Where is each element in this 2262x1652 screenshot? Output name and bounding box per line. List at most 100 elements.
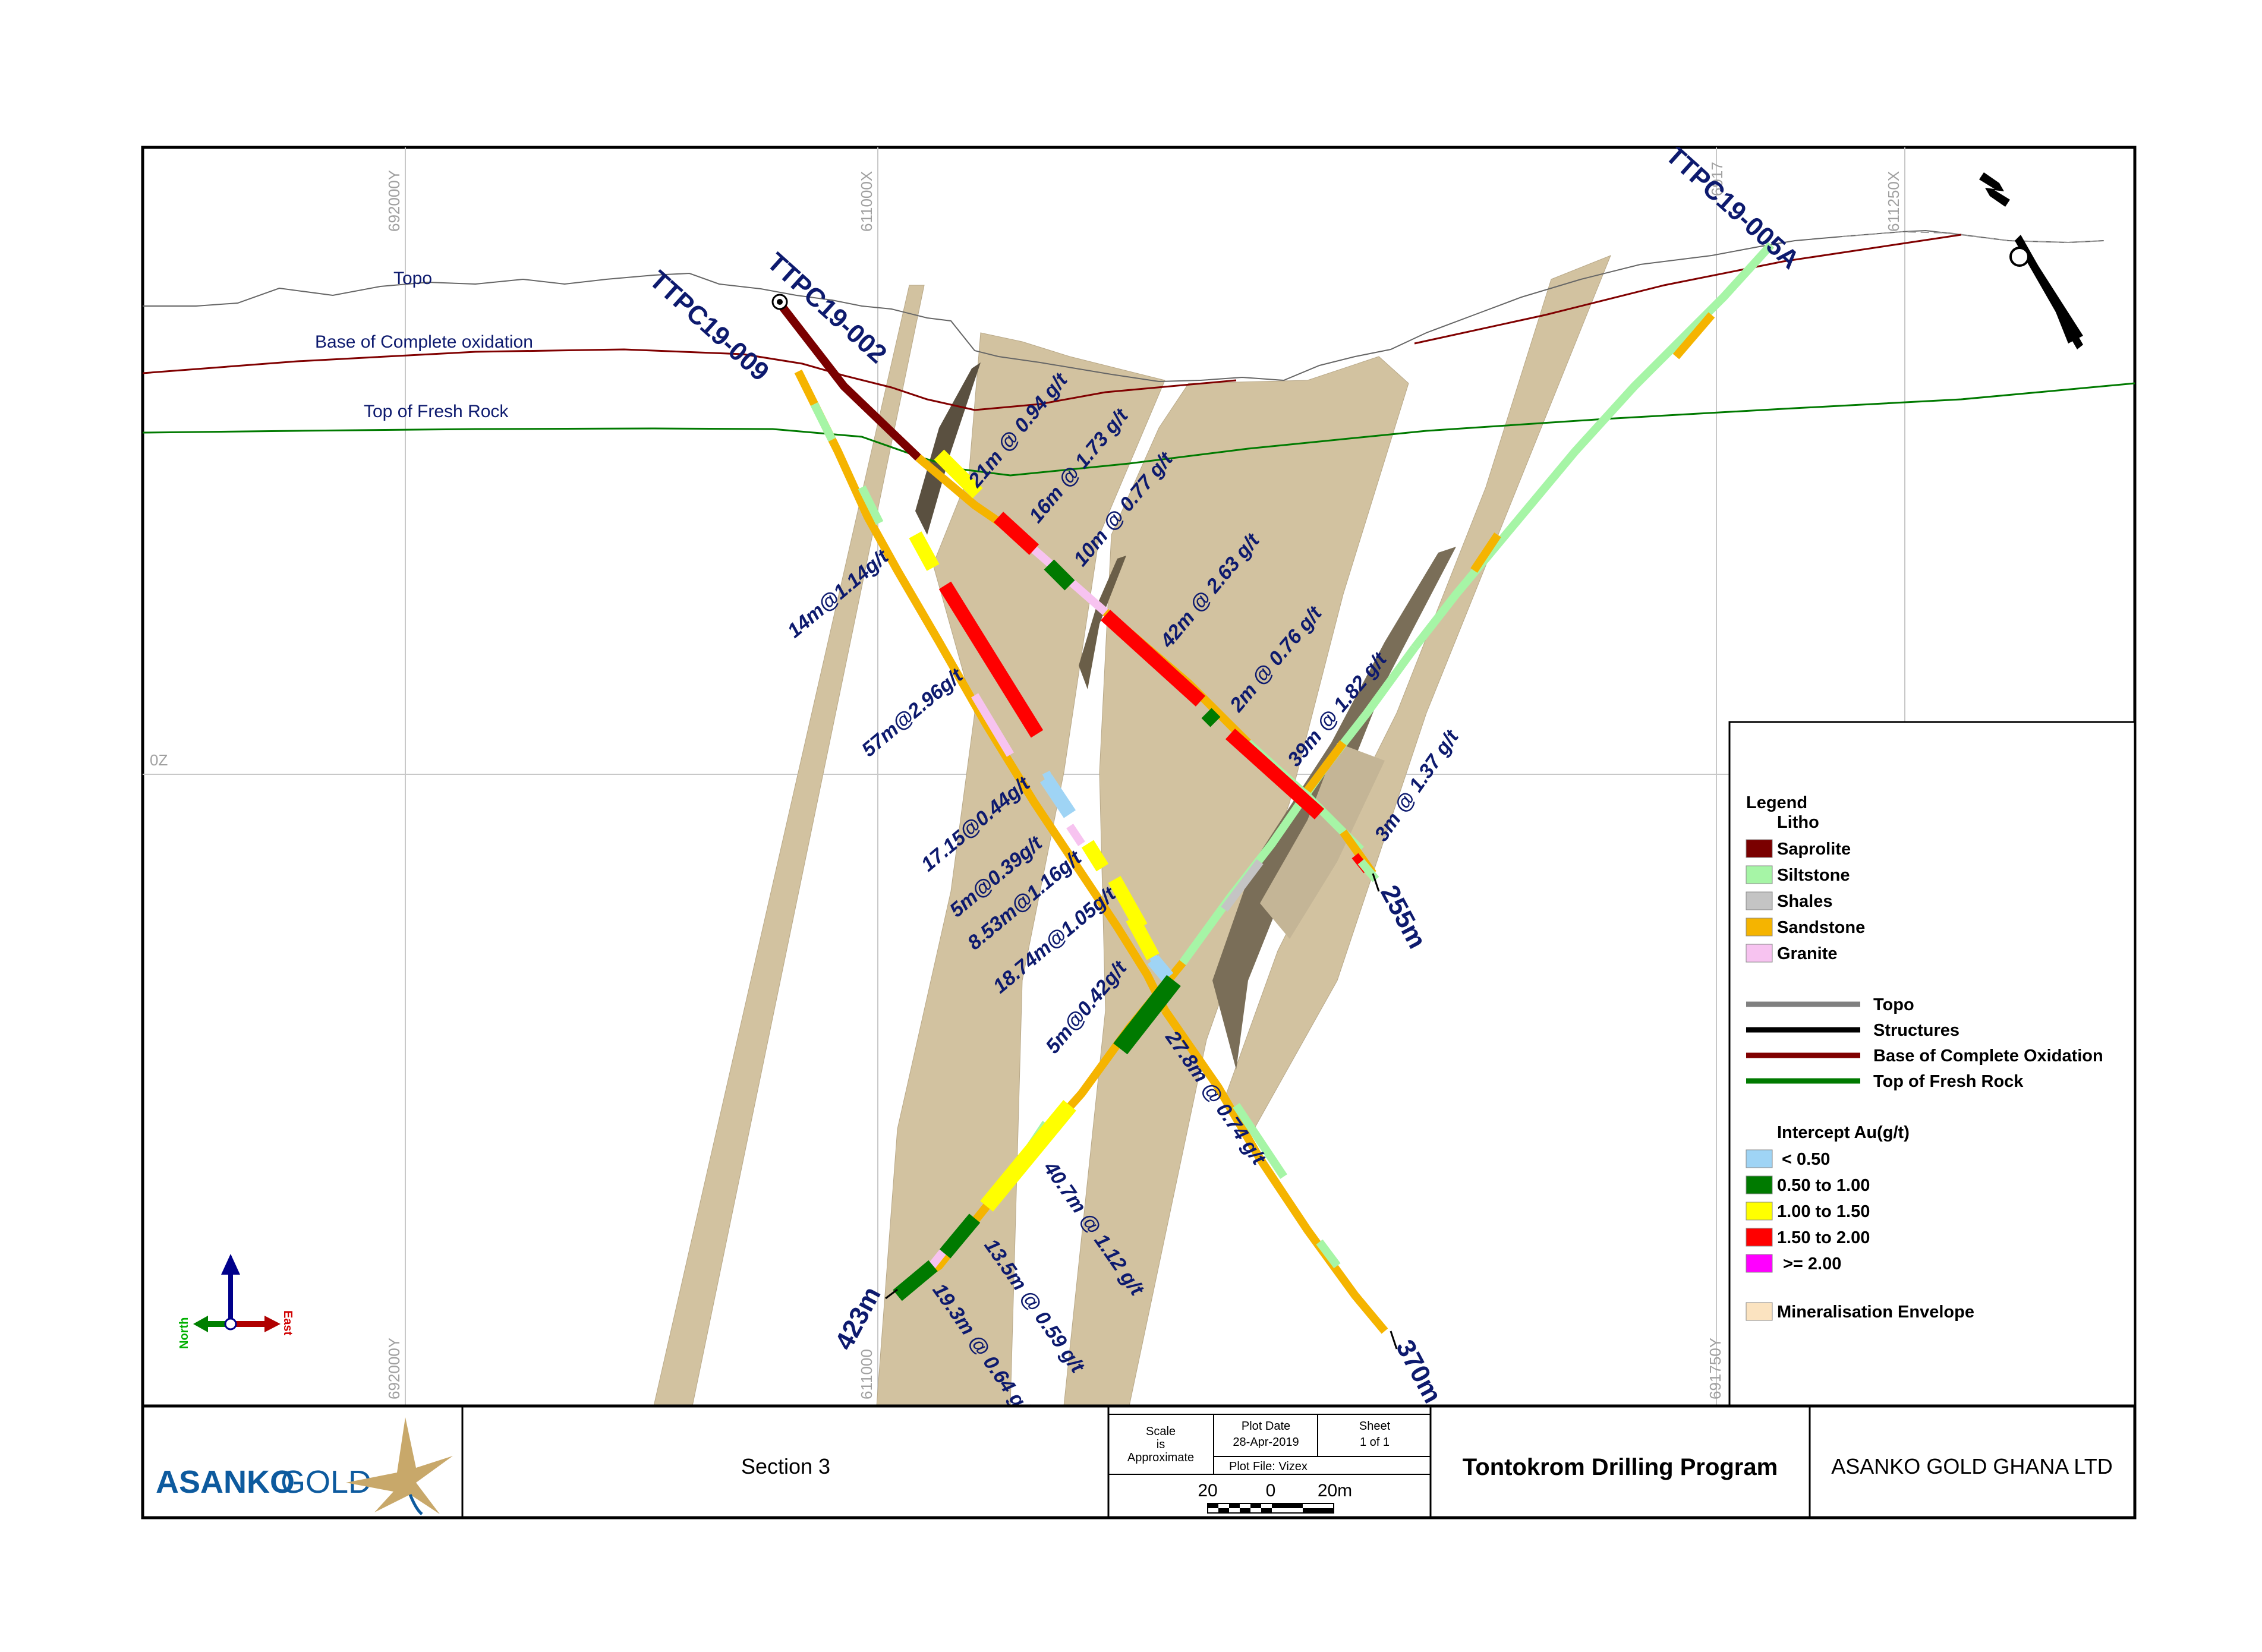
structure-dark-3 [1212, 547, 1456, 1070]
legend-item-label: Structures [1873, 1021, 1959, 1040]
envelope-right-central [1063, 356, 1409, 1406]
boco-label: Base of Complete oxidation [315, 332, 533, 352]
intercept-bar [1044, 559, 1075, 591]
structure-light-3 [1260, 743, 1385, 939]
hole-depth-255m: 255m [1375, 881, 1432, 953]
intercept-bar [893, 1260, 938, 1301]
collar-marker [771, 294, 788, 310]
axis-east-label: East [281, 1310, 294, 1336]
legend-litho-title: Litho [1777, 813, 1819, 832]
swatch-au-1-00-1-50 [1746, 1202, 1773, 1221]
hole-name-ttpc19-009: TTPC19-009 [644, 265, 774, 387]
logo-star-icon [346, 1417, 453, 1514]
intercept-bar [1225, 729, 1325, 819]
north-arrow [1979, 172, 2083, 349]
legend-item-label: Top of Fresh Rock [1873, 1072, 2024, 1091]
plot-file: Plot File: Vizex [1229, 1460, 1308, 1473]
scale-note-line1: Scale [1146, 1425, 1176, 1438]
structure-dark-2 [1079, 556, 1126, 689]
scale-label-mid: 0 [1266, 1481, 1276, 1500]
drillhole-ttpc19-009-trace [794, 369, 1169, 1013]
logo-text-asanko: ASANKO [156, 1464, 295, 1500]
hole-depth-370m: 370m [1390, 1335, 1447, 1408]
company-name: ASANKO GOLD GHANA LTD [1831, 1454, 2112, 1478]
legend-item-label: Shales [1777, 892, 1833, 911]
grid-label-692000y-bottom: 692000Y [385, 1338, 403, 1399]
sheet-label: Sheet [1359, 1420, 1391, 1433]
intercept-bar [1100, 610, 1206, 707]
grid-label-691750y-bottom: 691750Y [1706, 1338, 1724, 1399]
plot-date: 28-Apr-2019 [1233, 1436, 1299, 1449]
intercept-bars [893, 449, 1379, 1301]
legend-item-label: Siltstone [1777, 866, 1850, 885]
intercept-bar [1147, 955, 1174, 982]
legend-intercept-items: < 0.50 0.50 to 1.00 1.00 to 1.50 1.50 to… [1746, 1149, 1870, 1273]
intercept-bar [909, 531, 940, 571]
envelope-left-thin [653, 285, 925, 1406]
legend-line-items: Topo Structures Base of Complete Oxidati… [1746, 995, 2103, 1091]
structure-dark-1 [915, 362, 981, 535]
grid-label-611000-bottom: 611000 [858, 1349, 875, 1399]
grid-label-6917-top: 6917 [1708, 162, 1726, 196]
scale-note-line2: is [1157, 1438, 1165, 1451]
intercept-bar [1040, 774, 1076, 818]
legend-item-label: >= 2.00 [1783, 1254, 1841, 1273]
swatch-granite [1746, 944, 1773, 963]
legend-item-label: < 0.50 [1782, 1150, 1830, 1169]
sheet-value: 1 of 1 [1360, 1436, 1390, 1449]
legend-litho-items: Saprolite Siltstone Shales Sandstone Gra… [1746, 839, 1865, 963]
scale-bar [1207, 1503, 1334, 1514]
zero-level-label: 0Z [150, 751, 168, 769]
intercept-bar [1081, 840, 1109, 872]
eoh-tick-370 [1390, 1331, 1398, 1350]
intercept-label: 57m@2.96g/t [858, 664, 968, 761]
axis-north-label: North [178, 1317, 191, 1349]
plot-info: Scale is Approximate Plot Date 28-Apr-20… [1108, 1414, 1431, 1514]
legend-item-label: Base of Complete Oxidation [1873, 1046, 2103, 1065]
swatch-envelope [1746, 1302, 1773, 1321]
legend-item-label: 1.00 to 1.50 [1777, 1202, 1870, 1221]
intercept-bar [934, 449, 983, 499]
swatch-au-0-50-1-00 [1746, 1175, 1773, 1194]
legend-item-label: Granite [1777, 944, 1838, 963]
eoh-tick-423 [885, 1288, 898, 1300]
project-title: Tontokrom Drilling Program [1463, 1454, 1778, 1480]
topo-line-dashed [1842, 231, 2105, 244]
boco-line [143, 348, 1237, 411]
swatch-shales [1746, 891, 1773, 910]
scale-label-right: 20m [1318, 1481, 1352, 1500]
scale-label-left: 20 [1198, 1481, 1217, 1500]
topo-label: Topo [393, 269, 432, 288]
legend-item-label: Topo [1873, 995, 1914, 1014]
plot-date-label: Plot Date [1242, 1420, 1290, 1433]
legend-item-label: 0.50 to 1.00 [1777, 1176, 1870, 1195]
axis-triad: North East [178, 1254, 294, 1349]
legend: Legend Litho Saprolite Siltstone Shales … [1728, 721, 2136, 1407]
swatch-saprolite [1746, 839, 1773, 858]
legend-item-label: Sandstone [1777, 918, 1865, 937]
boco-line-east [1414, 234, 1962, 345]
hole-name-ttpc19-005a: TTPC19-005A [1660, 140, 1805, 275]
legend-item-label: 1.50 to 2.00 [1777, 1228, 1870, 1247]
legend-item-label: Saprolite [1777, 840, 1851, 859]
eoh-tick-255 [1372, 873, 1380, 892]
legend-item-label: Mineralisation Envelope [1777, 1303, 1974, 1322]
grid-label-611250x-top: 611250X [1885, 171, 1902, 232]
intercept-bar [993, 512, 1039, 555]
swatch-au-lt-0-50 [1746, 1149, 1773, 1168]
title-block: ASANKO GOLD Section 3 Scale is Approxima… [143, 1404, 2135, 1518]
intercept-bar [1201, 708, 1221, 727]
grid-label-611000x-top: 611000X [858, 171, 875, 232]
grid-label-692000y-top: 692000Y [385, 170, 403, 232]
tofr-label: Top of Fresh Rock [364, 402, 509, 421]
swatch-au-1-50-2-00 [1746, 1228, 1773, 1247]
intercept-bar [938, 581, 1044, 738]
swatch-siltstone [1746, 865, 1773, 884]
topo-line [143, 229, 2105, 383]
swatch-sandstone [1746, 918, 1773, 937]
intercept-bar [1126, 915, 1160, 960]
legend-title: Legend [1746, 793, 1807, 812]
swatch-au-gte-2-00 [1746, 1254, 1773, 1273]
section-name: Section 3 [741, 1454, 830, 1478]
